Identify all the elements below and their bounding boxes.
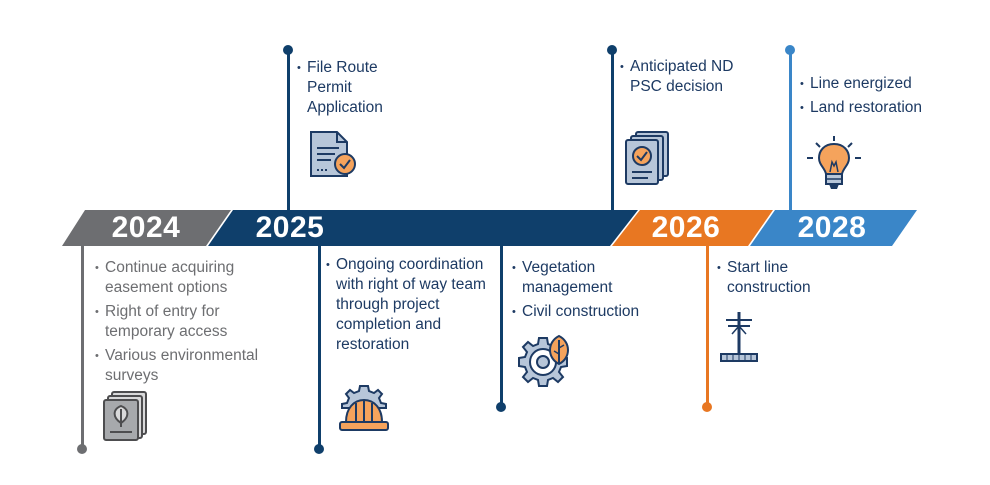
connector-line-route-permit xyxy=(287,52,290,210)
gear-leaf-icon xyxy=(518,334,569,387)
connector-line-psc-decision xyxy=(611,52,614,210)
list-item: Line energized xyxy=(800,74,970,94)
list-item: Start line construction xyxy=(717,258,847,298)
connector-line-coordination xyxy=(318,246,321,450)
transmission-tower-icon xyxy=(720,312,758,362)
list-item: Anticipated ND PSC decision xyxy=(620,57,740,97)
endpoint-dot xyxy=(283,45,293,55)
year-label-2025: 2025 xyxy=(255,211,325,244)
year-label-2024: 2024 xyxy=(111,211,181,244)
list-item: Continue acquiring easement options xyxy=(95,258,273,298)
endpoint-dot xyxy=(77,444,87,454)
year-label-2026: 2026 xyxy=(651,211,721,244)
connector-line-vegetation xyxy=(500,246,503,408)
milestone-coordination-list: Ongoing coordination with right of way t… xyxy=(326,255,486,359)
milestone-vegetation-list: Vegetation management Civil construction xyxy=(512,258,672,326)
year-segment-2028 xyxy=(750,210,917,246)
milestone-route-permit-list: File Route Permit Application xyxy=(297,58,417,122)
leaf-document-icon xyxy=(103,391,147,441)
list-item: Civil construction xyxy=(512,302,672,322)
list-item: Vegetation management xyxy=(512,258,672,298)
connector-line-construction xyxy=(706,246,709,408)
endpoint-dot xyxy=(607,45,617,55)
endpoint-dot xyxy=(702,402,712,412)
milestone-energized-list: Line energized Land restoration xyxy=(800,74,970,122)
list-item: Land restoration xyxy=(800,98,970,118)
year-segment-2025 xyxy=(208,210,638,246)
approved-documents-stack-icon xyxy=(625,131,669,185)
endpoint-dot xyxy=(785,45,795,55)
milestone-construction-list: Start line construction xyxy=(717,258,847,302)
timeline-band: 2024 2025 2026 2028 xyxy=(0,210,990,246)
milestone-2024-list: Continue acquiring easement options Righ… xyxy=(95,258,273,390)
list-item: File Route Permit Application xyxy=(297,58,417,118)
endpoint-dot xyxy=(496,402,506,412)
connector-line-2024 xyxy=(81,246,84,450)
endpoint-dot xyxy=(314,444,324,454)
list-item: Various environmental surveys xyxy=(95,346,273,386)
milestone-psc-decision-list: Anticipated ND PSC decision xyxy=(620,57,740,101)
list-item: Right of entry for temporary access xyxy=(95,302,273,342)
year-segment-2026 xyxy=(612,210,773,246)
list-item: Ongoing coordination with right of way t… xyxy=(326,255,486,355)
year-segment-2024 xyxy=(62,210,231,246)
hard-hat-gear-icon xyxy=(339,385,389,431)
connector-line-energized xyxy=(789,52,792,210)
year-label-2028: 2028 xyxy=(797,211,867,244)
lightbulb-icon xyxy=(807,136,861,189)
approved-document-icon xyxy=(310,131,356,177)
